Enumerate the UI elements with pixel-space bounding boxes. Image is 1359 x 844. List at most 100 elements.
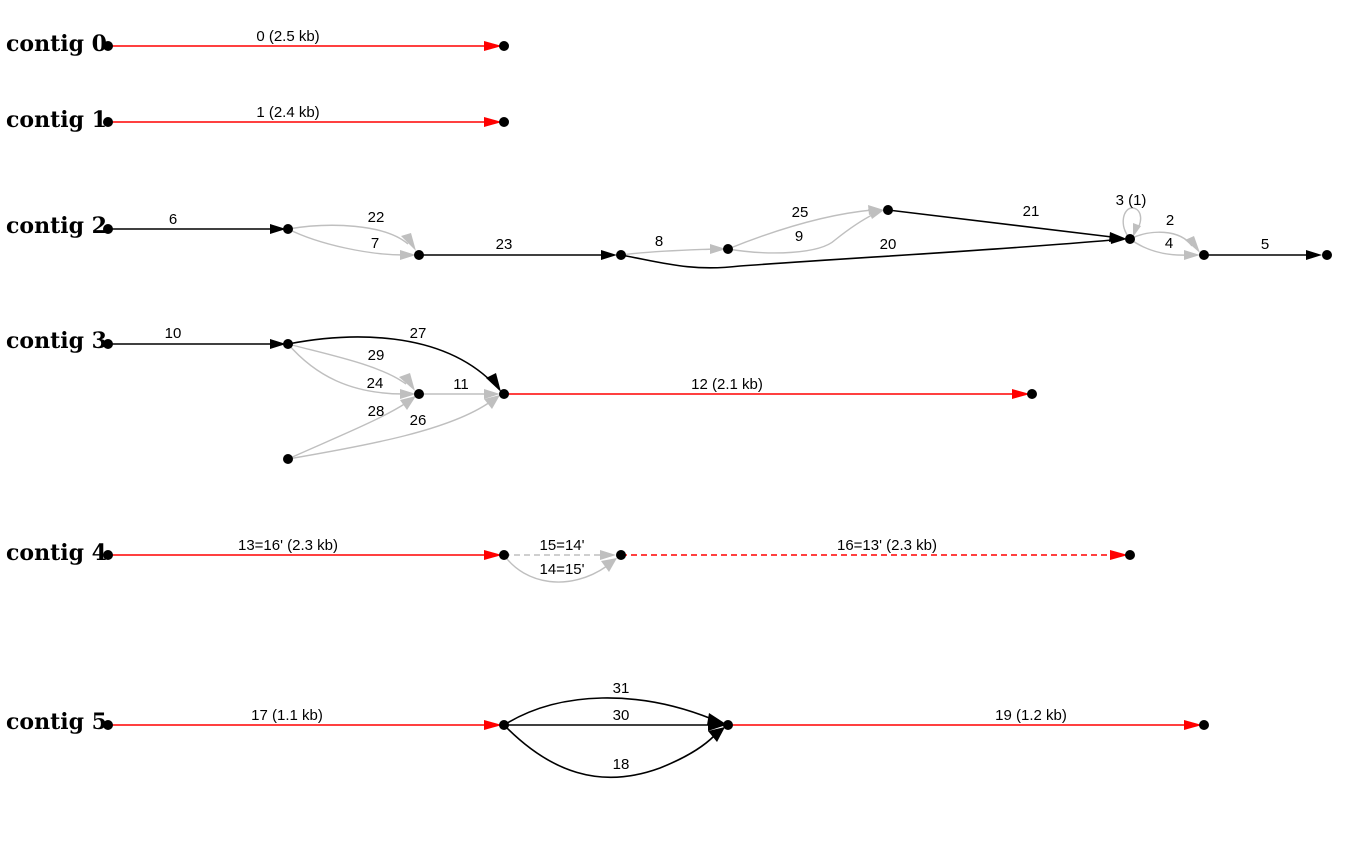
edge-21: [887, 209, 1113, 238]
edge-7-label: 7: [371, 235, 379, 252]
edge-19-label: 19 (1.2 kb): [995, 707, 1067, 724]
graph-node: [1322, 250, 1332, 260]
graph-node: [1125, 234, 1135, 244]
edge-20-label: 20: [880, 236, 897, 253]
edge-18: [503, 724, 715, 779]
edge-27: [287, 336, 494, 384]
edge-28-label: 28: [368, 403, 385, 420]
edge-20-arrowhead: [1110, 235, 1127, 244]
edge-26-label: 26: [410, 412, 427, 429]
edge-7-arrowhead: [400, 250, 416, 260]
edge-17-arrowhead: [484, 720, 502, 730]
edge-23-arrowhead: [601, 250, 617, 260]
edge-31: [503, 697, 713, 726]
graph-node: [499, 720, 509, 730]
edge-3-label: 3 (1): [1116, 192, 1147, 209]
edge-2: [1129, 231, 1193, 247]
edge-8-label: 8: [655, 233, 663, 250]
edge-23-label: 23: [496, 236, 513, 253]
edge-18-arrowhead: [708, 727, 725, 742]
edge-26-arrowhead: [484, 395, 500, 409]
edge-13-label: 13=16' (2.3 kb): [238, 537, 338, 554]
edge-10-label: 10: [165, 325, 182, 342]
edge-4: [1129, 238, 1189, 256]
edge-0-label: 0 (2.5 kb): [256, 28, 319, 45]
edge-26: [287, 401, 491, 460]
contig-4-label: contig 4: [6, 540, 107, 566]
edge-15-label: 15=14': [540, 537, 585, 554]
edge-7: [287, 228, 405, 256]
edge-22-arrowhead: [401, 233, 416, 251]
edge-16-arrowhead: [1110, 550, 1128, 560]
edge-29: [287, 343, 407, 385]
graph-node: [616, 550, 626, 560]
edge-30-arrowhead: [708, 719, 726, 731]
contig-1-label: contig 1: [6, 107, 107, 133]
edge-19-arrowhead: [1184, 720, 1202, 730]
edge-31-label: 31: [613, 680, 630, 697]
graph-node: [1027, 389, 1037, 399]
edge-18-label: 18: [613, 756, 630, 773]
edge-11-label: 11: [453, 376, 469, 393]
graph-node: [414, 389, 424, 399]
edge-13-arrowhead: [484, 550, 502, 560]
edge-15-arrowhead: [600, 550, 616, 560]
graph-node: [1199, 720, 1209, 730]
edge-3-arrowhead: [1133, 223, 1141, 237]
graph-node: [499, 389, 509, 399]
edge-27-arrowhead: [486, 373, 501, 392]
edge-1-label: 1 (2.4 kb): [256, 104, 319, 121]
edge-6-label: 6: [169, 211, 177, 228]
graph-node: [103, 117, 113, 127]
contig-2-label: contig 2: [6, 213, 107, 239]
edge-8-arrowhead: [710, 244, 726, 254]
graph-nodes: [103, 41, 1332, 730]
edge-3: [1122, 207, 1142, 240]
edge-29-arrowhead: [399, 373, 415, 391]
edge-17-label: 17 (1.1 kb): [251, 707, 323, 724]
edge-4-arrowhead: [1184, 250, 1200, 260]
graph-node: [103, 339, 113, 349]
edge-14-arrowhead: [601, 558, 617, 572]
graph-node: [616, 250, 626, 260]
graph-node: [1199, 250, 1209, 260]
edge-27-label: 27: [410, 325, 427, 342]
graph-node: [103, 720, 113, 730]
edge-11-arrowhead: [484, 389, 500, 399]
edge-30-label: 30: [613, 707, 630, 724]
contig-3-label: contig 3: [6, 328, 107, 354]
edge-20: [620, 239, 1113, 269]
edge-5-arrowhead: [1306, 250, 1322, 260]
edge-24-label: 24: [367, 375, 384, 392]
edge-25: [727, 209, 873, 250]
edge-9-arrowhead: [868, 209, 884, 219]
graph-node: [103, 224, 113, 234]
edge-2-arrowhead: [1185, 236, 1200, 253]
edge-9-label: 9: [795, 228, 803, 245]
graph-node: [499, 117, 509, 127]
edge-14-label: 14=15': [540, 561, 585, 578]
edge-29-label: 29: [368, 347, 385, 364]
graph-node: [283, 339, 293, 349]
graph-node: [723, 720, 733, 730]
edge-1-arrowhead: [484, 117, 502, 127]
edge-4-label: 4: [1165, 235, 1173, 252]
graph-node: [499, 550, 509, 560]
graph-node: [883, 205, 893, 215]
graph-node: [283, 454, 293, 464]
edge-0-arrowhead: [484, 41, 502, 51]
graph-node: [283, 224, 293, 234]
edge-21-label: 21: [1023, 203, 1040, 220]
edge-14: [503, 554, 608, 583]
graph-node: [103, 550, 113, 560]
edge-9: [727, 213, 875, 254]
edge-24: [287, 343, 405, 395]
edge-12-label: 12 (2.1 kb): [691, 376, 763, 393]
contig-0-label: contig 0: [6, 31, 107, 57]
edge-16-label: 16=13' (2.3 kb): [837, 537, 937, 554]
edge-12-arrowhead: [1012, 389, 1030, 399]
edge-28-arrowhead: [400, 396, 416, 410]
edge-22-label: 22: [368, 209, 385, 226]
edge-22: [287, 224, 409, 245]
